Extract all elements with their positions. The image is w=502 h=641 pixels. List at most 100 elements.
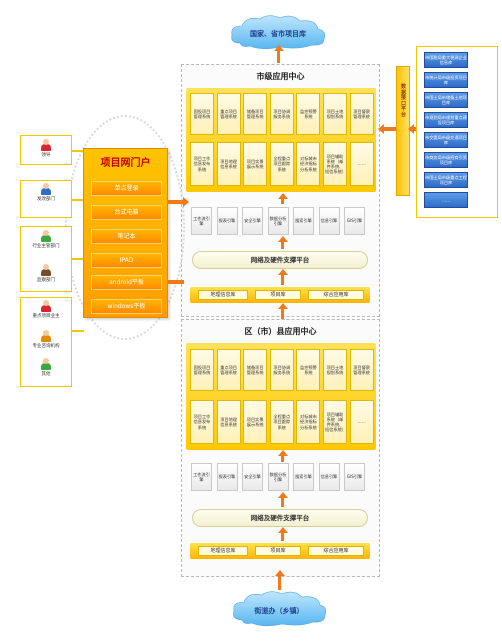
city-app-card[interactable]: 监控预警系统: [296, 93, 321, 135]
city-arrow-c: [281, 271, 284, 285]
user-head: [43, 300, 49, 306]
data-source-button[interactable]: ……: [424, 192, 468, 208]
portal-item-ipad[interactable]: IPAD: [91, 253, 162, 268]
data-source-button[interactable]: 市统计局市级投资项目库: [424, 72, 468, 88]
city-arrow-a-up: [277, 193, 288, 199]
city-app-card[interactable]: 项目地理信息系统: [216, 142, 241, 186]
user-body: [41, 335, 51, 342]
data-exchange-label: 数据接口平台: [400, 84, 406, 118]
district-app-card[interactable]: 项目地理信息系统: [216, 400, 241, 444]
district-center-title: 区（市）县应用中心: [244, 327, 317, 336]
district-app-card[interactable]: 项目工作信息发布系统: [190, 400, 214, 444]
district-app-card[interactable]: 国投项目管理系统: [190, 349, 214, 391]
user-body: [41, 269, 51, 276]
cloud-icon: [233, 591, 327, 627]
district-app-card[interactable]: 监控预警系统: [296, 349, 321, 391]
portal-item-laptop[interactable]: 笔记本: [91, 229, 162, 244]
city-app-card[interactable]: 项目工作信息发布系统: [190, 142, 214, 186]
city-engine: 工作流引擎: [191, 207, 212, 235]
district-db-project: 项目库: [255, 546, 301, 556]
city-app-card[interactable]: 对标城市经济指标分析系统: [296, 142, 321, 186]
city-arrow-c-up: [277, 269, 288, 275]
city-engine: GIS引擎: [344, 207, 365, 235]
portal-to-city-shaft: [168, 200, 186, 204]
data-source-button[interactable]: 市国税局重大税源企业信息库: [424, 52, 468, 68]
user-head: [43, 183, 49, 189]
user-connector-4: [72, 330, 84, 332]
user-head: [43, 358, 49, 364]
user-body: [41, 235, 51, 242]
city-app-card[interactable]: 项目协调服务系统: [269, 93, 294, 135]
data-source-button[interactable]: 市国土局市级重点工程项目库: [424, 172, 468, 188]
city-app-card[interactable]: 项目督察管理系统: [349, 93, 374, 135]
city-app-card[interactable]: 项目实景展示系统: [243, 142, 268, 186]
district-app-card[interactable]: 重点项目管理系统: [216, 349, 241, 391]
user-icon: [41, 139, 51, 151]
district-app-card[interactable]: 全程重点项目跟踪系统: [269, 400, 294, 444]
district-platform: 网络及硬件支撑平台: [192, 509, 368, 527]
user-icon: [41, 183, 51, 195]
city-app-card[interactable]: 国投项目管理系统: [190, 93, 214, 135]
district-app-card[interactable]: 项目实景展示系统: [243, 400, 268, 444]
city-engine: 报表引擎: [216, 207, 238, 235]
user-body: [41, 363, 51, 370]
bottom-arrow-shaft: [278, 572, 281, 590]
portal-item-android[interactable]: android平板: [91, 275, 162, 290]
portal-to-district-shaft: [168, 280, 184, 284]
data-source-button[interactable]: 市商务局市级招商引资项目库: [424, 152, 468, 168]
user-label: 监察部门: [37, 278, 55, 283]
district-db-comprehensive: 综合应用库: [308, 546, 364, 556]
district-app-card[interactable]: 对标城市经济指标分析系统: [296, 400, 321, 444]
project-portal: 项目网门户 单点登录 台式电脑 笔记本 IPAD android平板 windo…: [83, 148, 168, 318]
user-icon: [41, 358, 51, 370]
exchange-to-city-arrow: [378, 124, 384, 134]
data-source-button[interactable]: 市国土局市储备土地项目库: [424, 92, 468, 108]
city-app-card[interactable]: 项目土地规划系统: [323, 93, 347, 135]
city-db-project: 项目库: [255, 290, 301, 300]
top-arrow-head: [273, 45, 284, 51]
user-connector-3: [72, 258, 84, 260]
user-head: [43, 139, 49, 145]
city-app-card[interactable]: 项目辅助系统（邮件系统、短信系统）: [323, 142, 347, 186]
city-center-title: 市级应用中心: [256, 72, 305, 81]
district-app-card[interactable]: 项目辅助系统（邮件系统、短信系统）: [323, 400, 347, 444]
user-label: 领导: [41, 153, 51, 158]
portal-title: 项目网门户: [100, 158, 151, 169]
city-engine: 信息引擎: [318, 207, 340, 235]
data-source-button[interactable]: 市规划局市规划重点建设项目库: [424, 112, 468, 128]
bottom-cloud: 街道办（乡镇）: [230, 588, 328, 628]
city-arrow-b-up: [277, 236, 288, 242]
district-arrow-a-up: [277, 450, 288, 456]
district-app-card[interactable]: 项目土地规划系统: [323, 349, 347, 391]
portal-item-desktop[interactable]: 台式电脑: [91, 205, 162, 220]
district-arrow-c-up: [277, 527, 288, 533]
district-app-card[interactable]: ……: [349, 400, 374, 444]
user-label: 行业主管部门: [32, 244, 60, 249]
city-app-card[interactable]: ……: [349, 142, 374, 186]
user-icon: [41, 264, 51, 276]
district-app-card[interactable]: 项目协调服务系统: [269, 349, 294, 391]
district-engine: GIS引擎: [344, 463, 365, 491]
city-app-card[interactable]: 全程重点项目跟踪系统: [269, 142, 294, 186]
district-engine: 工作流引擎: [191, 463, 212, 491]
portal-item-sso[interactable]: 单点登录: [91, 181, 162, 196]
district-engine: 搜索引擎: [293, 463, 314, 491]
top-arrow-shaft: [277, 47, 280, 63]
city-arrow-a: [281, 195, 284, 204]
sources-to-exchange-arrow: [408, 124, 414, 134]
user-connector-2: [72, 199, 84, 201]
district-engine: 数据分析引擎: [267, 463, 289, 491]
user-label: 重点项目业主: [32, 314, 60, 319]
district-engine: 安全引擎: [242, 463, 263, 491]
district-app-card[interactable]: 项目督察管理系统: [349, 349, 374, 391]
district-app-card[interactable]: 储备项目管理系统: [243, 349, 268, 391]
district-database-bar: 地理信息库 项目库 综合应用库: [190, 543, 370, 559]
user-connector-1: [72, 150, 84, 152]
portal-item-windows[interactable]: windows平板: [91, 299, 162, 314]
user-icon: [41, 330, 51, 342]
city-arrow-b: [281, 238, 284, 249]
district-arrow-b-up: [277, 492, 288, 498]
city-app-card[interactable]: 重点项目管理系统: [216, 93, 241, 135]
data-source-button[interactable]: 市交委局市级交通项目库: [424, 132, 468, 148]
city-app-card[interactable]: 储备项目管理系统: [243, 93, 268, 135]
